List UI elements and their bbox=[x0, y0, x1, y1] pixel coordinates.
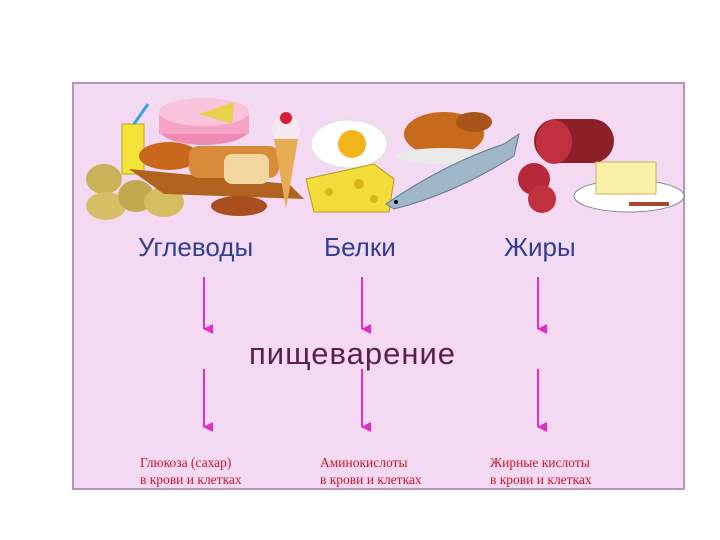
product-fatty-line2: в крови и клетках bbox=[490, 472, 592, 487]
cheese-icon bbox=[305, 163, 395, 213]
product-amino-acids: Аминокислоты в крови и клетках bbox=[320, 454, 422, 488]
fish-icon bbox=[385, 132, 520, 210]
bread-icon bbox=[129, 142, 304, 216]
cake-icon bbox=[159, 98, 249, 145]
potato-icon bbox=[86, 164, 184, 220]
label-carbohydrates: Углеводы bbox=[138, 232, 254, 262]
product-glucose: Глюкоза (сахар) в крови и клетках bbox=[140, 454, 242, 488]
label-proteins: Белки bbox=[324, 232, 396, 262]
label-digestion: пищеварение bbox=[249, 336, 457, 371]
diagram-panel: Углеводы Белки Жиры пищеварение Глюкоза … bbox=[72, 82, 685, 490]
product-amino-line1: Аминокислоты bbox=[320, 455, 408, 470]
label-fats: Жиры bbox=[504, 232, 576, 262]
sausage-icon bbox=[518, 119, 614, 213]
arrows-layer bbox=[203, 277, 547, 432]
food-illustration bbox=[86, 98, 685, 220]
product-amino-line2: в крови и клетках bbox=[320, 472, 422, 487]
juice-glass-icon bbox=[121, 103, 150, 175]
product-glucose-line1: Глюкоза (сахар) bbox=[140, 455, 232, 470]
product-fatty-acids: Жирные кислоты в крови и клетках bbox=[490, 454, 592, 488]
ice-cream-icon bbox=[272, 112, 300, 209]
product-fatty-line1: Жирные кислоты bbox=[490, 455, 590, 470]
butter-icon bbox=[573, 161, 685, 213]
product-glucose-line2: в крови и клетках bbox=[140, 472, 242, 487]
fried-egg-icon bbox=[310, 119, 388, 169]
